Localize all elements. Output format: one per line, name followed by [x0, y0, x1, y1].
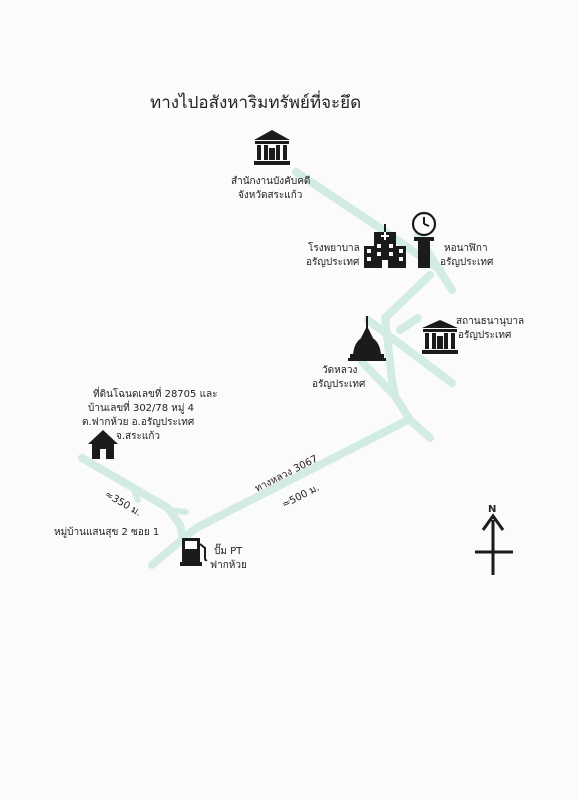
property-label-line2: บ้านเลขที่ 302/78 หมู่ 4 — [88, 400, 194, 414]
north-arrow-icon — [475, 513, 513, 575]
temple-icon — [348, 316, 386, 361]
highway-distance-label: ≈500 ม. — [280, 483, 321, 511]
court-label-line2: จังหวัดสระแก้ว — [238, 189, 302, 201]
temple-label-line2: อรัญประเทศ — [312, 379, 366, 390]
property-label-line4: จ.สระแก้ว — [116, 430, 160, 442]
road-temple-bank-link — [364, 316, 456, 387]
road-soi-branch-2 — [165, 507, 189, 515]
north-label: N — [488, 504, 496, 515]
hospital-label-line1: โรงพยาบาล — [308, 241, 360, 254]
bank-icon — [422, 320, 458, 354]
property-label-line1: ที่ดินโฉนดเลขที่ 28705 และ — [93, 386, 218, 400]
road-soi-branch-1 — [131, 487, 141, 503]
gas-station-label-line2: ฟากห้วย — [210, 559, 247, 571]
clock-tower-icon — [411, 211, 437, 268]
property-label-line3: ต.ฟากห้วย อ.อรัญประเทศ — [82, 416, 195, 428]
hospital-label-line2: อรัญประเทศ — [306, 257, 360, 268]
village-label: หมู่บ้านแสนสุข 2 ซอย 1 — [54, 526, 159, 538]
road-bank-junction — [396, 314, 422, 334]
court-label-line1: สำนักงานบังคับคดี — [231, 175, 310, 187]
gas-pump-icon — [180, 538, 208, 566]
temple-label-line1: วัดหลวง — [322, 365, 357, 376]
gas-station-label-line1: ปั๊ม PT — [214, 543, 243, 557]
clock-tower-label-line2: อรัญประเทศ — [440, 257, 494, 268]
road-soi-village — [78, 454, 187, 542]
bank-label-line1: สถานธนานุบาล — [456, 316, 524, 327]
road-highway-3067 — [148, 416, 412, 569]
road-temple-junction — [358, 358, 399, 400]
hospital-icon — [364, 224, 406, 268]
road-main-south — [381, 271, 434, 442]
government-building-icon — [254, 130, 290, 165]
clock-tower-label-line1: หอนาฬิกา — [444, 242, 488, 254]
house-icon — [88, 430, 118, 459]
map-title: ทางไปอสังหาริมทรัพย์ที่จะยึด — [150, 90, 361, 113]
bank-label-line2: อรัญประเทศ — [458, 330, 512, 341]
